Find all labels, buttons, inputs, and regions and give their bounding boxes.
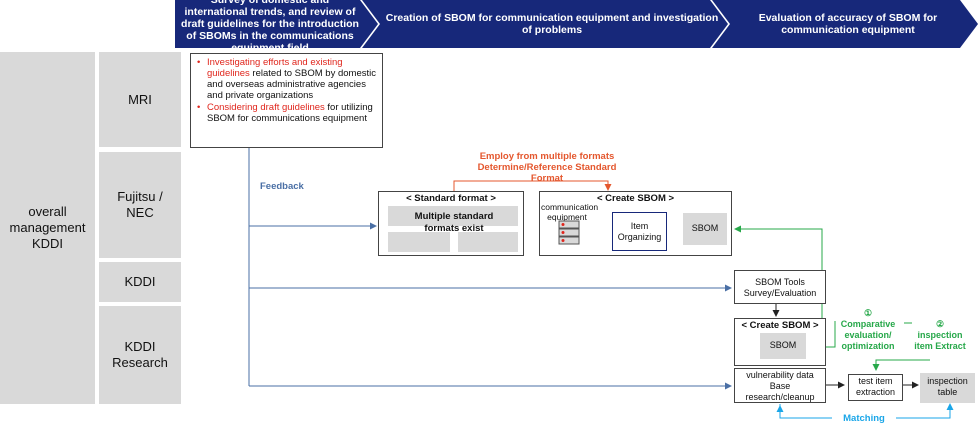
employ-label: Employ from multiple formats Determine/R… [477,151,617,184]
sbom-tools-box [734,270,826,304]
header-phase-1: Survey of domestic and international tre… [181,0,359,54]
test-item-label: test item extraction [855,376,896,397]
mri-task-item: •Considering draft guidelines for utiliz… [197,102,373,124]
matching-label: Matching [843,413,885,424]
vulnerability-db-box [734,368,826,403]
create-sbom-2-title: < Create SBOM > [741,320,819,331]
row-label-mri: MRI [99,52,181,147]
comparative-label: Comparative evaluation/ optimization [840,319,896,351]
sbom-tools-label: SBOM Tools Survey/Evaluation [743,277,817,298]
item-organizing-box [612,212,667,251]
inspection-table-doc [920,373,975,403]
standard-format-title: < Standard format > [406,193,496,204]
vulnerability-db-label: vulnerability data Base research/cleanup [745,370,815,402]
communication-equipment-label: communication equipment [541,202,599,222]
row-label-kddi: KDDI [99,262,181,302]
feedback-label: Feedback [260,181,304,192]
row-label-kddi-research: KDDI Research [99,306,181,404]
sbom-2-label: SBOM [769,340,797,350]
inspection-extract-num: ② [935,319,945,329]
item-organizing-label: Item Organizing [617,221,662,242]
create-sbom-title: < Create SBOM > [596,193,675,204]
standard-format-body: Multiple standard formats exist [414,211,494,234]
inspection-table-label: inspection table [927,376,968,397]
header-phase-2: Creation of SBOM for communication equip… [385,12,719,36]
row-label-fujitsu-nec: Fujitsu / NEC [99,152,181,258]
mri-task-box: •Investigating efforts and existing guid… [190,53,383,148]
format-doc-shape [388,232,450,252]
inspection-extract-label: inspection item Extract [914,330,966,351]
sbom-2-doc-shape [760,333,806,359]
format-doc-shape [388,206,518,226]
sbom-doc-shape [683,213,727,245]
sbom-label: SBOM [691,223,719,233]
overall-management-label: overall management KDDI [9,204,86,251]
mri-task-item: •Investigating efforts and existing guid… [197,57,376,101]
header-phase-3: Evaluation of accuracy of SBOM for commu… [758,12,938,36]
test-item-box [848,374,903,401]
format-doc-shape [458,232,518,252]
overall-management-box: overall management KDDI [0,52,95,404]
server-icon [558,220,580,245]
header-chevrons [175,0,978,48]
comparative-num: ① [863,308,873,318]
